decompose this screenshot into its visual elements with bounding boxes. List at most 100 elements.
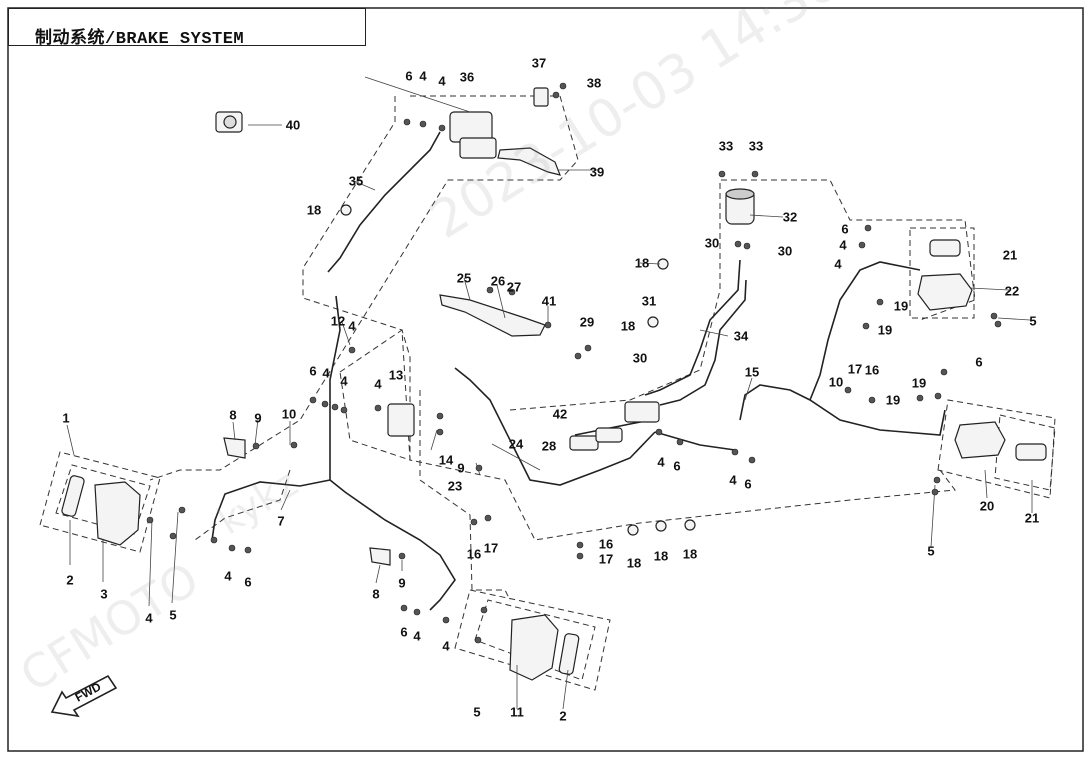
callout-16b: 16 bbox=[598, 536, 614, 552]
callout-23: 23 bbox=[447, 478, 463, 494]
washer-18c bbox=[647, 316, 659, 328]
callout-17c: 17 bbox=[847, 361, 863, 377]
callout-6a: 6 bbox=[244, 574, 252, 590]
callout-26: 26 bbox=[490, 273, 506, 289]
brake-lever bbox=[497, 147, 561, 176]
distribution-block bbox=[387, 403, 415, 437]
callout-11: 11 bbox=[510, 704, 524, 720]
front-right-caliper bbox=[509, 614, 559, 681]
callout-39: 39 bbox=[589, 164, 605, 180]
front-left-caliper bbox=[94, 481, 141, 546]
callout-42: 42 bbox=[552, 406, 568, 422]
bracket-8b bbox=[369, 547, 391, 566]
callout-6d: 6 bbox=[405, 68, 413, 84]
bracket-8a bbox=[223, 437, 246, 459]
callout-36: 36 bbox=[459, 69, 475, 85]
callout-4h: 4 bbox=[374, 376, 382, 392]
callout-9a: 9 bbox=[254, 410, 262, 426]
callout-33b: 33 bbox=[748, 138, 764, 154]
callout-40: 40 bbox=[285, 117, 301, 133]
callout-8a: 8 bbox=[229, 407, 237, 423]
callout-3: 3 bbox=[100, 586, 108, 602]
forward-arrow-icon bbox=[50, 674, 118, 718]
group-outlines bbox=[39, 95, 1056, 691]
callout-9b: 9 bbox=[398, 575, 406, 591]
callout-4a: 4 bbox=[145, 610, 153, 626]
washer-18e bbox=[655, 520, 667, 532]
callout-4l: 4 bbox=[729, 472, 737, 488]
callout-4f: 4 bbox=[340, 373, 348, 389]
callout-5d: 5 bbox=[927, 543, 935, 559]
callout-5c: 5 bbox=[1029, 313, 1037, 329]
bracket-25 bbox=[439, 294, 546, 337]
callout-31: 31 bbox=[641, 293, 657, 309]
callout-35: 35 bbox=[348, 173, 364, 189]
valve-28 bbox=[569, 435, 599, 451]
callout-34: 34 bbox=[733, 328, 749, 344]
diagram-border bbox=[7, 7, 1084, 752]
callout-4c: 4 bbox=[413, 628, 421, 644]
callout-19c: 19 bbox=[877, 322, 893, 338]
leader-lines bbox=[66, 76, 1033, 710]
callout-30a: 30 bbox=[632, 350, 648, 366]
callout-4b: 4 bbox=[224, 568, 232, 584]
brake-lines bbox=[211, 131, 946, 611]
callout-19d: 19 bbox=[893, 298, 909, 314]
callout-13: 13 bbox=[388, 367, 404, 383]
callout-12: 12 bbox=[330, 313, 346, 329]
front-left-pad bbox=[61, 475, 85, 517]
callout-32: 32 bbox=[782, 209, 798, 225]
fasteners bbox=[146, 82, 1002, 644]
callout-6b: 6 bbox=[400, 624, 408, 640]
callout-4d: 4 bbox=[442, 638, 450, 654]
washer-18d bbox=[627, 524, 639, 536]
callout-5b: 5 bbox=[473, 704, 481, 720]
callout-5a: 5 bbox=[169, 607, 177, 623]
callout-18c: 18 bbox=[620, 318, 636, 334]
callout-15: 15 bbox=[744, 364, 760, 380]
callout-30b: 30 bbox=[704, 235, 720, 251]
callout-18d: 18 bbox=[626, 555, 642, 571]
callout-4k: 4 bbox=[657, 454, 665, 470]
callout-6e: 6 bbox=[673, 458, 681, 474]
callout-37: 37 bbox=[531, 55, 547, 71]
callout-14: 14 bbox=[438, 452, 454, 468]
callout-18f: 18 bbox=[682, 546, 698, 562]
callout-4j: 4 bbox=[438, 73, 446, 89]
callout-6h: 6 bbox=[975, 354, 983, 370]
callout-6f: 6 bbox=[744, 476, 752, 492]
rear-pad-21b bbox=[1015, 443, 1047, 461]
callout-25: 25 bbox=[456, 270, 472, 286]
title-box: 制动系统/BRAKE SYSTEM bbox=[8, 8, 366, 49]
callout-10a: 10 bbox=[281, 406, 297, 422]
washer-18f bbox=[684, 519, 696, 531]
callout-30c: 30 bbox=[777, 243, 793, 259]
callout-20: 20 bbox=[979, 498, 995, 514]
callout-19b: 19 bbox=[911, 375, 927, 391]
callout-1: 1 bbox=[62, 410, 70, 426]
callout-38: 38 bbox=[586, 75, 602, 91]
callout-19a: 19 bbox=[885, 392, 901, 408]
junction-30 bbox=[624, 401, 660, 423]
callout-21b: 21 bbox=[1024, 510, 1040, 526]
callout-17b: 17 bbox=[598, 551, 614, 567]
callout-2b: 2 bbox=[559, 708, 567, 724]
components bbox=[61, 87, 1047, 681]
rear-pad-21 bbox=[929, 239, 961, 257]
callout-6c: 6 bbox=[309, 363, 317, 379]
callout-4n: 4 bbox=[834, 256, 842, 272]
callout-9c: 9 bbox=[457, 460, 465, 476]
callout-10b: 10 bbox=[828, 374, 844, 390]
callout-18b: 18 bbox=[634, 255, 650, 271]
callout-4g: 4 bbox=[348, 318, 356, 334]
callout-4i: 4 bbox=[419, 68, 427, 84]
callout-16c: 16 bbox=[864, 362, 880, 378]
callout-41: 41 bbox=[541, 293, 557, 309]
callout-24: 24 bbox=[508, 436, 524, 452]
callout-2a: 2 bbox=[66, 572, 74, 588]
callout-22: 22 bbox=[1004, 283, 1020, 299]
callout-4m: 4 bbox=[839, 237, 847, 253]
front-right-pad bbox=[558, 633, 580, 675]
washer-18a bbox=[340, 204, 352, 216]
